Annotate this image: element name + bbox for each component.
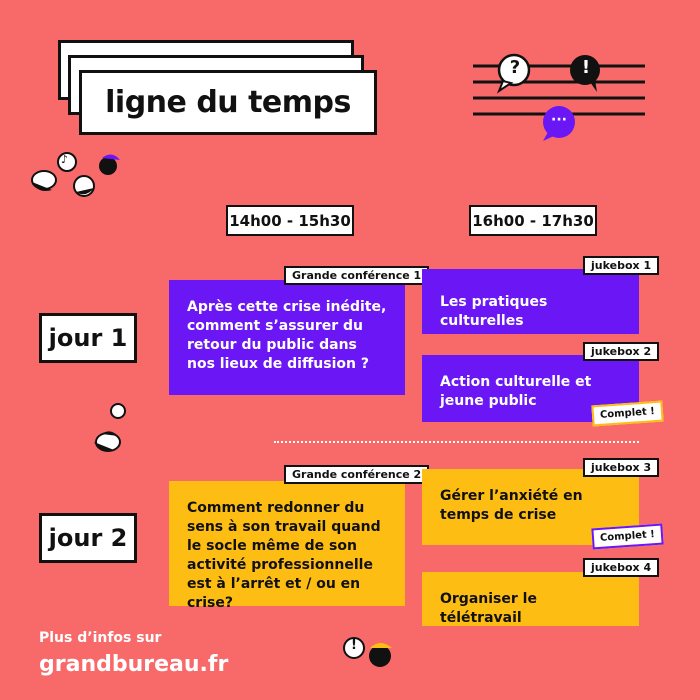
time-slot-2: 16h00 - 17h30: [469, 205, 597, 236]
day-divider: [274, 441, 639, 443]
jukebox-2-card[interactable]: Action culturelle et jeune public: [422, 355, 639, 422]
jukebox-3-complet-badge: Complet !: [591, 523, 664, 550]
exclamation-bubble-icon: [570, 55, 600, 92]
ellipsis-text: ···: [551, 112, 567, 128]
jukebox-1-text: Les pratiques culturelles: [440, 294, 548, 329]
conference-1-text: Après cette crise inédite, comment s’ass…: [187, 299, 387, 372]
conference-2-tag: Grande conférence 2: [284, 465, 430, 484]
jukebox-3-text: Gérer l’anxiété en temps de crise: [440, 488, 583, 523]
page-title: ligne du temps: [79, 70, 377, 135]
jukebox-4-card[interactable]: Organiser le télétravail: [422, 572, 639, 626]
ellipsis-bubble-icon: [543, 106, 575, 141]
day-2-label: jour 2: [39, 513, 137, 563]
footer-website-link[interactable]: grandbureau.fr: [39, 652, 229, 677]
jukebox-1-tag: jukebox 1: [583, 256, 660, 275]
jukebox-2-text: Action culturelle et jeune public: [440, 374, 592, 409]
day-1-label: jour 1: [39, 313, 137, 363]
characters-doodle-icon: [31, 152, 120, 197]
character-exclaim-icon: [343, 637, 392, 667]
conference-2-text: Comment redonner du sens à son travail q…: [187, 500, 381, 611]
conference-1-tag: Grande conférence 1: [284, 266, 430, 285]
jukebox-4-tag: jukebox 4: [583, 558, 660, 577]
conference-1-card[interactable]: Après cette crise inédite, comment s’ass…: [169, 280, 405, 395]
music-note-icon: ♪: [61, 153, 69, 166]
jukebox-4-text: Organiser le télétravail: [440, 591, 537, 626]
jukebox-2-complet-badge: Complet !: [591, 400, 664, 427]
jukebox-3-tag: jukebox 3: [583, 458, 660, 477]
footer-info-text: Plus d’infos sur: [39, 630, 162, 646]
speech-bubbles-decoration: [473, 53, 645, 141]
conference-2-card[interactable]: Comment redonner du sens à son travail q…: [169, 481, 405, 611]
question-bubble-icon: [496, 53, 531, 94]
character-with-mic-icon: [94, 403, 126, 452]
jukebox-2-tag: jukebox 2: [583, 342, 660, 361]
time-slot-1: 14h00 - 15h30: [226, 205, 354, 236]
jukebox-1-card[interactable]: Les pratiques culturelles: [422, 269, 639, 334]
question-mark-text: ?: [509, 57, 521, 78]
exclamation-mark-text: !: [581, 57, 591, 78]
exclaim-glyph: !: [351, 638, 357, 653]
